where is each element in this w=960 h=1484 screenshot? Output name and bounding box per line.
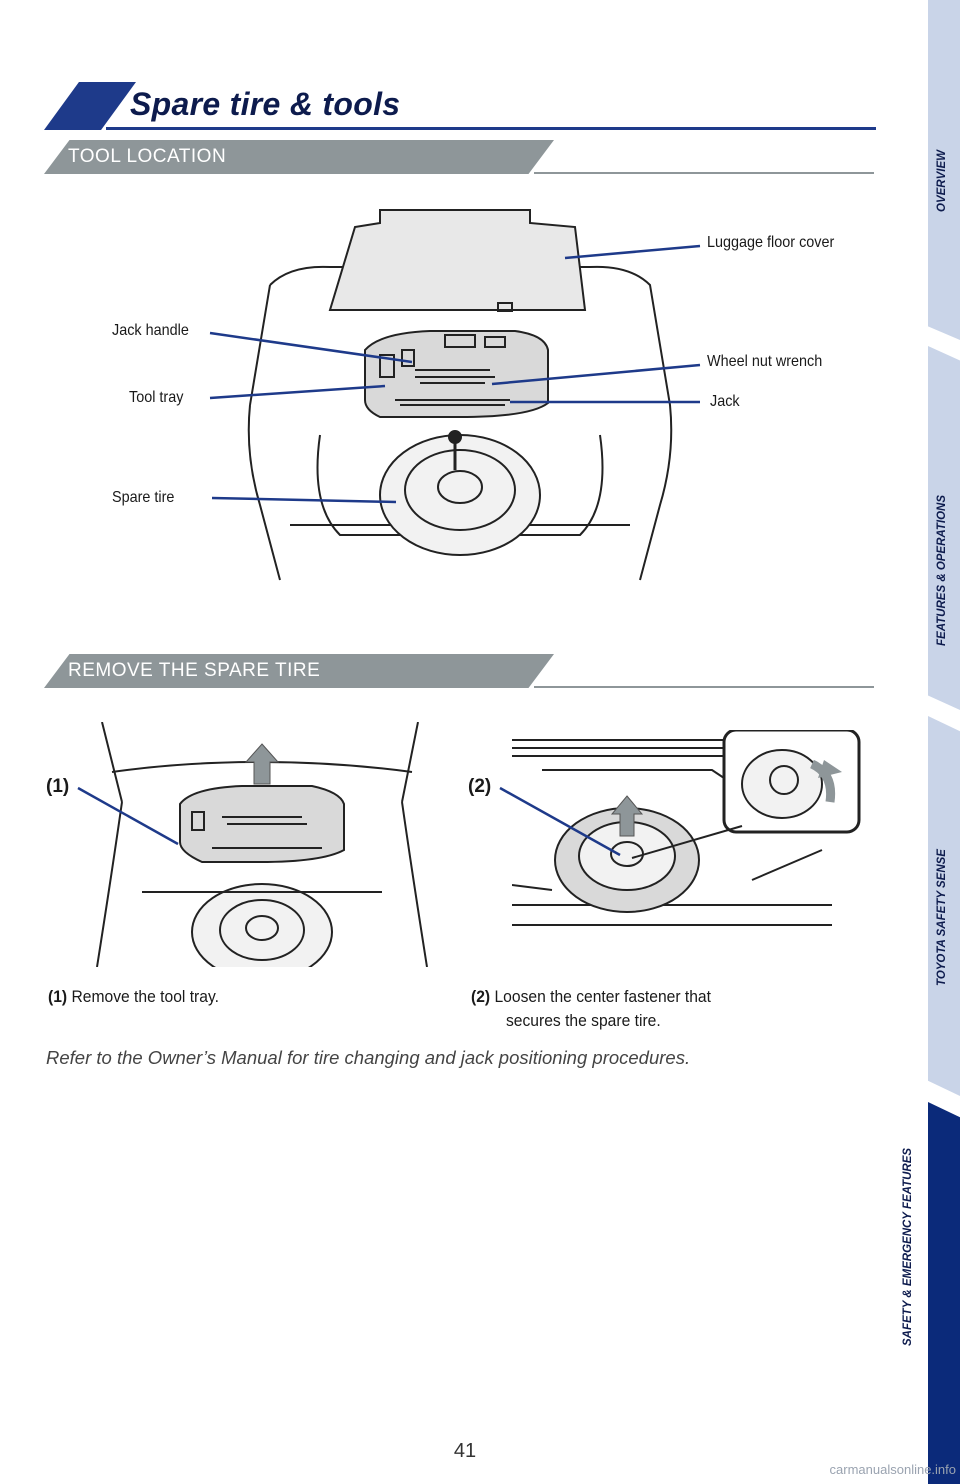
section-title: TOOL LOCATION [68, 146, 227, 167]
tab-label-safety-emergency: SAFETY & EMERGENCY FEATURES [902, 1147, 914, 1346]
page-title: Spare tire & tools [130, 86, 401, 122]
callout-tool-tray: Tool tray [129, 389, 184, 406]
tab-safety-emergency[interactable] [928, 1102, 960, 1484]
trunk-tool-location-illustration [247, 209, 673, 581]
section-header-remove-spare: REMOVE THE SPARE TIRE [44, 654, 874, 690]
leader-lines-tool-location [209, 244, 701, 504]
tab-overview[interactable]: OVERVIEW [928, 0, 960, 340]
tab-label-tss: TOYOTA SAFETY SENSE [936, 849, 948, 986]
loosen-fastener-illustration [512, 730, 861, 926]
callout-luggage-floor-cover: Luggage floor cover [707, 234, 835, 251]
section-title: REMOVE THE SPARE TIRE [68, 660, 321, 681]
step-1-number: (1) [48, 987, 68, 1006]
step-2-caption: (2) Loosen the center fastener that secu… [471, 985, 711, 1033]
leader-lines-steps [77, 786, 621, 857]
step-1-text: Remove the tool tray. [71, 987, 219, 1006]
callout-spare-tire: Spare tire [112, 489, 175, 506]
page-number: 41 [453, 1440, 477, 1462]
step-1-caption: (1) Remove the tool tray. [48, 985, 219, 1009]
tab-label-features: FEATURES & OPERATIONS [936, 495, 948, 646]
step-2-text-cont: secures the spare tire. [505, 1011, 661, 1030]
title-rule [106, 127, 876, 130]
tab-features-operations[interactable]: FEATURES & OPERATIONS [928, 346, 960, 710]
manual-note: Refer to the Owner’s Manual for tire cha… [46, 1047, 691, 1068]
tab-toyota-safety-sense[interactable]: TOYOTA SAFETY SENSE [928, 716, 960, 1096]
tab-label-overview: OVERVIEW [936, 150, 948, 212]
remove-tool-tray-illustration [96, 722, 428, 967]
callout-jack-handle: Jack handle [112, 322, 189, 339]
page-title-bar: Spare tire & tools [44, 82, 876, 130]
step-1-marker: (1) [46, 776, 70, 797]
callout-wheel-nut-wrench: Wheel nut wrench [707, 353, 823, 370]
step-2-text: Loosen the center fastener that [494, 987, 711, 1006]
section-header-tool-location: TOOL LOCATION [44, 140, 874, 176]
step-2-marker: (2) [468, 776, 492, 797]
section-tabs: OVERVIEW FEATURES & OPERATIONS TOYOTA SA… [928, 0, 960, 1484]
step-2-number: (2) [471, 987, 491, 1006]
callout-jack: Jack [710, 393, 740, 410]
watermark: carmanualsonline.info [829, 1462, 956, 1477]
